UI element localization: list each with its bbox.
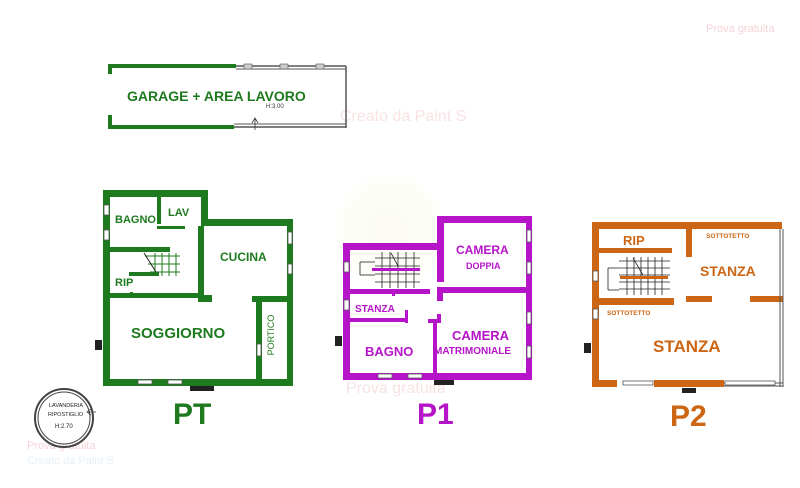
laundry-label-1: LAVANDERIA: [49, 403, 84, 409]
p1-windows: [343, 229, 532, 379]
pt-door-marker: [95, 340, 102, 350]
p2-east-wall: [724, 229, 784, 387]
floor-label-pt: PT: [173, 398, 212, 431]
p1-room-camera-doppia-1: CAMERA: [456, 243, 509, 257]
p1-room-camera-matrimoniale-1: CAMERA: [452, 328, 510, 343]
p1-walls: [343, 216, 532, 380]
p1-room-bagno: BAGNO: [365, 344, 414, 359]
garage-label: GARAGE + AREA LAVORO: [127, 88, 306, 104]
pt-room-lav: LAV: [168, 207, 190, 219]
watermark-creato-center: Creato da Paint S: [340, 108, 467, 125]
p2-walls: [592, 222, 783, 387]
pt-stairs: [143, 252, 180, 276]
p2-door-marker: [584, 343, 591, 353]
p2-room-stanza-2: STANZA: [653, 337, 721, 356]
p2-room-sottotetto-2: SOTTOTETTO: [607, 310, 651, 317]
laundry-label-2: RIPOSTIGLIO: [48, 412, 84, 418]
laundry-outline: [34, 388, 96, 448]
pt-walls: [103, 190, 293, 386]
watermark-top-right: Prova gratuita: [706, 23, 775, 35]
p1-room-camera-doppia-2: DOPPIA: [466, 261, 501, 271]
p1-room-stanza: STANZA: [355, 304, 395, 315]
pt-room-soggiorno: SOGGIORNO: [131, 325, 226, 342]
p2-room-rip: RIP: [623, 233, 645, 248]
pt-room-cucina: CUCINA: [220, 250, 267, 264]
garage-height: H:3.00: [266, 104, 284, 110]
floor-label-p2: P2: [670, 400, 707, 433]
pt-room-portico: PORTICO: [266, 314, 276, 356]
p1-stair-rail: [372, 268, 420, 271]
pt-windows: [103, 204, 293, 385]
laundry-height: H:2.70: [55, 424, 73, 430]
watermark-creato-bottom-left: Creato da Paint S: [27, 455, 114, 467]
floor-label-p1: P1: [417, 398, 454, 431]
p1-room-camera-matrimoniale-2: MATRIMONIALE: [434, 346, 512, 357]
pt-room-bagno: BAGNO: [115, 214, 156, 226]
p2-room-stanza-1: STANZA: [700, 263, 756, 279]
p1-entrance-marker: [434, 380, 454, 385]
pt-room-rip: RIP: [115, 277, 134, 289]
p1-door-marker: [335, 336, 342, 346]
p2-entrance-marker: [682, 388, 696, 393]
p2-stair-rail: [620, 276, 668, 279]
pt-entrance-marker: [190, 386, 214, 391]
p2-room-sottotetto-1: SOTTOTETTO: [706, 233, 750, 240]
garage-outline: [108, 63, 347, 130]
p2-windows: [592, 270, 776, 386]
watermark-prova-center: Prova gratuita: [346, 380, 446, 397]
